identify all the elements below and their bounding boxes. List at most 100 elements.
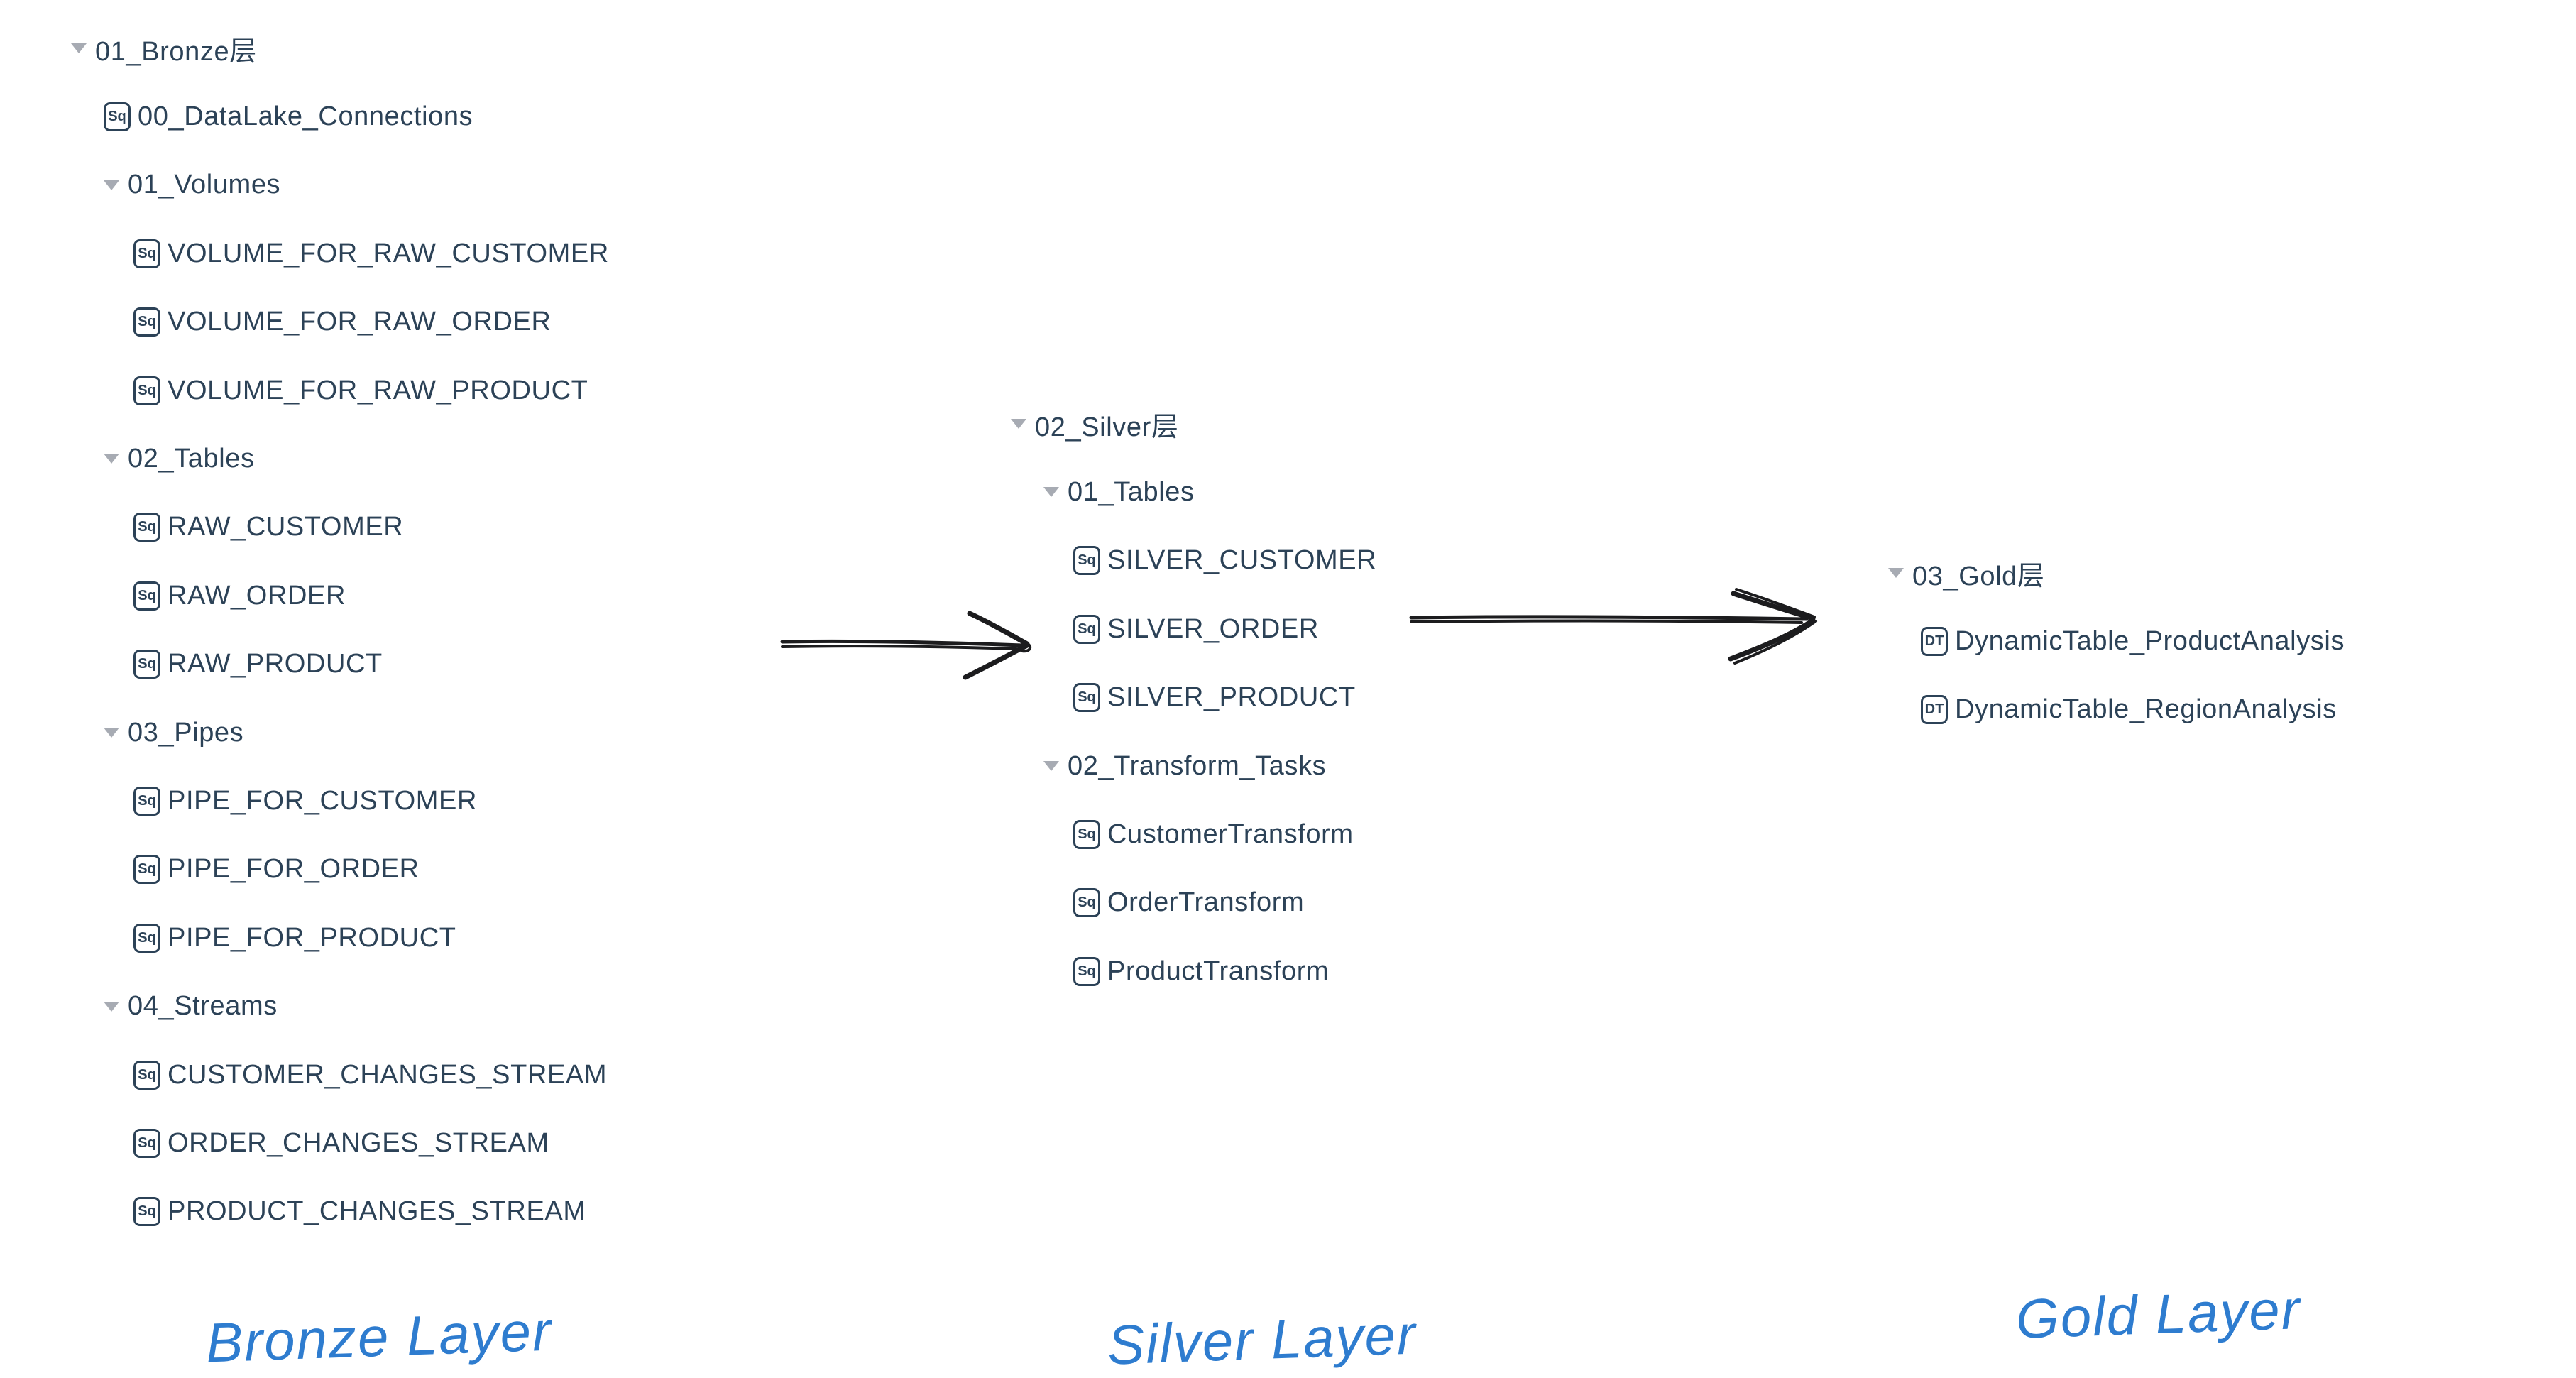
sql-file-icon: Sq: [133, 650, 160, 679]
tree-item-row[interactable]: Sq RAW_ORDER: [133, 562, 346, 630]
sql-file-icon: Sq: [133, 855, 160, 885]
tree-node-label: DynamicTable_ProductAnalysis: [1955, 625, 2345, 656]
tree-folder-row[interactable]: 03_Gold层: [1888, 539, 2044, 607]
tree-folder-row[interactable]: 04_Streams: [104, 973, 278, 1041]
sql-file-icon: Sq: [133, 1060, 160, 1090]
tree-node-label: RAW_CUSTOMER: [168, 512, 404, 542]
sql-file-icon: Sq: [133, 786, 160, 816]
sql-file-icon: Sq: [1073, 683, 1100, 713]
tree-node-label: 01_Volumes: [128, 170, 281, 200]
tree-node-label: RAW_ORDER: [168, 580, 346, 611]
silver-layer-label: Silver Layer: [1106, 1303, 1418, 1377]
caret-down-icon[interactable]: [104, 177, 119, 193]
tree-folder-row[interactable]: 01_Bronze层: [71, 14, 257, 82]
tree-node-label: ORDER_CHANGES_STREAM: [168, 1127, 549, 1158]
tree-folder-row[interactable]: 01_Tables: [1043, 458, 1195, 526]
caret-down-glyph: [104, 180, 119, 190]
arrow-bronze-to-silver: [780, 611, 1032, 680]
tree-node-label: 02_Transform_Tasks: [1068, 750, 1327, 781]
caret-down-glyph: [1888, 568, 1904, 578]
sql-file-icon: Sq: [133, 513, 160, 542]
tree-item-row[interactable]: Sq RAW_PRODUCT: [133, 630, 383, 699]
sql-file-icon: Sq: [1073, 956, 1100, 986]
tree-item-row[interactable]: Sq ORDER_CHANGES_STREAM: [133, 1109, 549, 1177]
tree-node-label: 04_Streams: [128, 991, 278, 1022]
tree-node-label: VOLUME_FOR_RAW_PRODUCT: [168, 375, 588, 405]
sql-file-icon: Sq: [1073, 546, 1100, 576]
tree-item-row[interactable]: Sq VOLUME_FOR_RAW_ORDER: [133, 288, 552, 356]
tree-folder-row[interactable]: 02_Transform_Tasks: [1043, 732, 1326, 800]
tree-folder-row[interactable]: 03_Pipes: [104, 699, 243, 767]
caret-down-icon[interactable]: [104, 999, 119, 1015]
tree-node-label: CUSTOMER_CHANGES_STREAM: [168, 1059, 608, 1090]
sql-file-icon: Sq: [1073, 614, 1100, 644]
sql-file-icon: Sq: [1073, 819, 1100, 849]
tree-item-row[interactable]: Sq PIPE_FOR_PRODUCT: [133, 904, 456, 972]
dynamic-table-icon: DT: [1921, 626, 1948, 656]
dynamic-table-icon: DT: [1921, 695, 1948, 725]
sql-file-icon: Sq: [133, 1128, 160, 1158]
caret-down-glyph: [104, 454, 119, 464]
tree-node-label: 01_Tables: [1068, 476, 1195, 507]
tree-item-row[interactable]: Sq RAW_CUSTOMER: [133, 493, 403, 562]
caret-down-glyph: [104, 1001, 119, 1012]
caret-down-icon[interactable]: [1043, 758, 1059, 774]
tree-node-label: ProductTransform: [1107, 956, 1330, 986]
tree-item-row[interactable]: Sq PIPE_FOR_CUSTOMER: [133, 767, 477, 835]
sql-file-icon: Sq: [133, 1197, 160, 1227]
sql-file-icon: Sq: [104, 102, 131, 131]
tree-node-label: PIPE_FOR_PRODUCT: [168, 922, 456, 953]
tree-item-row[interactable]: Sq CUSTOMER_CHANGES_STREAM: [133, 1041, 607, 1109]
tree-node-label: DynamicTable_RegionAnalysis: [1955, 694, 2337, 725]
tree-folder-row[interactable]: 02_Silver层: [1011, 390, 1178, 458]
tree-node-label: SILVER_ORDER: [1107, 613, 1319, 644]
sql-file-icon: Sq: [133, 581, 160, 611]
tree-node-label: 02_Silver层: [1035, 412, 1179, 442]
caret-down-glyph: [1043, 761, 1059, 771]
caret-down-glyph: [104, 728, 119, 738]
caret-down-glyph: [71, 43, 87, 53]
caret-down-icon[interactable]: [71, 40, 87, 56]
tree-item-row[interactable]: Sq PRODUCT_CHANGES_STREAM: [133, 1178, 586, 1246]
caret-down-glyph: [1011, 419, 1026, 429]
tree-node-label: PRODUCT_CHANGES_STREAM: [168, 1196, 586, 1227]
caret-down-icon[interactable]: [104, 451, 119, 466]
caret-down-icon[interactable]: [1043, 484, 1059, 500]
sql-file-icon: Sq: [1073, 888, 1100, 918]
sql-file-icon: Sq: [133, 239, 160, 268]
tree-node-label: CustomerTransform: [1107, 819, 1354, 849]
tree-node-label: 00_DataLake_Connections: [138, 101, 473, 131]
tree-node-label: RAW_PRODUCT: [168, 649, 383, 679]
tree-node-label: 01_Bronze层: [95, 36, 257, 67]
tree-node-label: PIPE_FOR_CUSTOMER: [168, 785, 478, 816]
tree-folder-row[interactable]: 02_Tables: [104, 425, 255, 493]
tree-node-label: SILVER_CUSTOMER: [1107, 545, 1377, 576]
sql-file-icon: Sq: [133, 307, 160, 337]
tree-node-label: 02_Tables: [128, 443, 255, 474]
caret-down-glyph: [1043, 487, 1059, 498]
caret-down-icon[interactable]: [1888, 565, 1904, 581]
tree-node-label: OrderTransform: [1107, 887, 1305, 918]
tree-node-label: VOLUME_FOR_RAW_ORDER: [168, 307, 552, 337]
tree-node-label: SILVER_PRODUCT: [1107, 682, 1356, 713]
tree-folder-row[interactable]: 01_Volumes: [104, 151, 280, 219]
arrow-silver-to-gold: [1409, 588, 1817, 665]
tree-node-label: 03_Pipes: [128, 717, 244, 748]
caret-down-icon[interactable]: [1011, 416, 1026, 432]
gold-layer-label: Gold Layer: [2015, 1278, 2302, 1350]
sql-file-icon: Sq: [133, 923, 160, 953]
caret-down-icon[interactable]: [104, 725, 119, 740]
